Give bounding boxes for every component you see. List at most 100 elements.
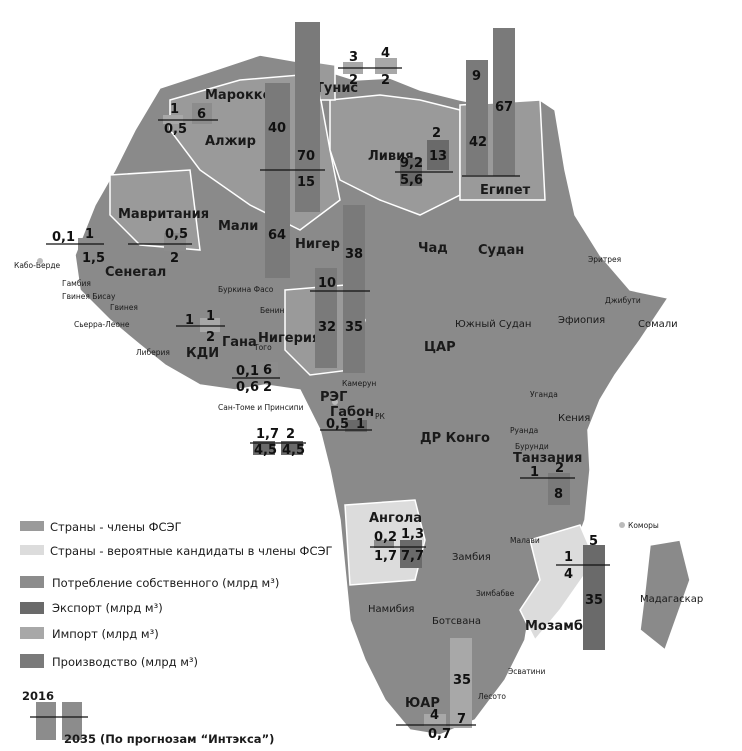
egypt-bar-2016 xyxy=(466,60,488,175)
label-south-sudan: Южный Судан xyxy=(455,319,531,330)
mozambique-val-2: 4 xyxy=(564,567,573,582)
label-rwanda: Руанда xyxy=(510,426,538,435)
gabon-bar xyxy=(345,420,367,432)
morocco-val-3: 6 xyxy=(197,107,206,122)
egypt-val-3: 67 xyxy=(495,100,513,115)
nigeria-val-2: 32 xyxy=(318,320,336,335)
sa-val-4: 7 xyxy=(457,712,466,727)
legend-year-bar-2016 xyxy=(36,702,56,740)
ivory-val-2: 1 xyxy=(206,309,215,324)
label-angola: Ангола xyxy=(369,511,422,526)
angola-val-4: 7,7 xyxy=(401,549,424,564)
libya-val-2: 5,6 xyxy=(400,173,423,188)
label-ghana: Гана xyxy=(222,335,257,350)
eqg-val-4: 4,5 xyxy=(282,443,305,458)
label-somalia: Сомали xyxy=(638,319,678,330)
label-malawi: Малави xyxy=(510,536,540,545)
senegal-val-3: 1,5 xyxy=(82,251,105,266)
angola-val-2: 1,7 xyxy=(374,549,397,564)
eqg-val-2: 4,5 xyxy=(254,443,277,458)
label-morocco: Марокко xyxy=(205,88,272,103)
legend-year-bar-2035 xyxy=(62,702,82,740)
label-cameroon: Камерун xyxy=(342,379,376,388)
angola-val-1: 0,2 xyxy=(374,530,397,545)
sa-bar-2016 xyxy=(424,714,446,726)
tanzania-val-2: 2 xyxy=(555,461,564,476)
label-djibouti: Джибути xyxy=(605,296,641,305)
libya-bar-2035 xyxy=(427,140,449,170)
algeria-bar-2035 xyxy=(295,22,320,212)
ivory-bar xyxy=(200,318,220,332)
label-sierra-leone: Сьерра-Леоне xyxy=(74,320,130,329)
label-benin: Бенин xyxy=(260,306,285,315)
ghana-val-4: 2 xyxy=(263,380,272,395)
label-rc: РК xyxy=(375,412,386,421)
cape-verde-dot xyxy=(37,258,43,264)
senegal-val-1: 0,1 xyxy=(52,230,75,245)
label-guinea: Гвинея xyxy=(110,303,138,312)
mozambique-shape xyxy=(519,524,596,642)
ivory-val-3: 2 xyxy=(206,330,215,345)
nigeria-val-1: 10 xyxy=(318,276,336,291)
label-mali: Мали xyxy=(218,219,258,234)
tanzania-val-1: 1 xyxy=(530,465,539,480)
label-chad: Чад xyxy=(418,241,448,256)
legend-import: Импорт (млрд м³) xyxy=(52,627,159,641)
stp-dot xyxy=(332,399,338,405)
angola-bar-2016 xyxy=(374,540,394,548)
tunisia-val-3: 4 xyxy=(381,46,390,61)
label-zambia: Замбия xyxy=(452,552,491,563)
label-madagascar: Мадагаскар xyxy=(640,594,703,605)
label-tanzania: Танзания xyxy=(513,451,582,466)
legend-production: Производство (млрд м³) xyxy=(52,655,198,669)
madagascar xyxy=(639,539,691,652)
legend-consumption: Потребление собственного (млрд м³) xyxy=(52,576,279,590)
mozambique-val-3: 5 xyxy=(589,534,598,549)
eqg-bar-2035 xyxy=(281,441,303,455)
libya-val-3: 2 xyxy=(432,126,441,141)
algeria-val-3: 70 xyxy=(297,149,315,164)
algeria-bar-2016 xyxy=(265,83,290,278)
label-eswatini: Эсватини xyxy=(508,667,546,676)
gabon-val-2: 1 xyxy=(356,417,365,432)
label-gabon: Габон xyxy=(330,405,374,420)
libya-val-4: 13 xyxy=(429,149,447,164)
label-lesotho: Лесото xyxy=(478,692,506,701)
label-nigeria: Нигерия xyxy=(258,331,320,346)
ghana-val-2: 0,6 xyxy=(236,380,259,395)
label-botswana: Ботсвана xyxy=(432,616,481,627)
legend-swatch-export xyxy=(20,602,44,614)
tunisia-val-4: 2 xyxy=(381,73,390,88)
legend-swatch-member xyxy=(20,521,44,531)
label-algeria: Алжир xyxy=(205,134,256,149)
legend-export: Экспорт (млрд м³) xyxy=(52,601,163,615)
angola-val-3: 1,3 xyxy=(401,527,424,542)
label-burundi: Бурунди xyxy=(515,442,549,451)
morocco-bar-consumption xyxy=(192,103,212,124)
nigeria-bar-2016 xyxy=(315,268,337,368)
nigeria-val-4: 35 xyxy=(345,320,363,335)
label-burkina: Буркина Фасо xyxy=(218,285,274,294)
eqg-val-1: 1,7 xyxy=(256,427,279,442)
tanzania-bar xyxy=(548,473,570,505)
egypt-val-2: 42 xyxy=(469,135,487,150)
label-sudan: Судан xyxy=(478,243,524,258)
morocco-val-2: 0,5 xyxy=(164,122,187,137)
label-comoros: Коморы xyxy=(628,521,659,530)
label-namibia: Намибия xyxy=(368,604,414,615)
label-tunisia: Тунис xyxy=(315,81,358,96)
mauritania-bar xyxy=(164,233,186,251)
tunisia-bar-b xyxy=(375,58,397,74)
mozambique-val-4: 35 xyxy=(585,593,603,608)
tunisia-val-2: 2 xyxy=(349,73,358,88)
label-guinea-bissau: Гвинея Бисау xyxy=(62,292,116,301)
legend-candidate: Страны - вероятные кандидаты в члены ФСЭ… xyxy=(50,544,333,558)
comoros-dot xyxy=(619,522,625,528)
label-mauritania: Мавритания xyxy=(118,207,209,222)
label-car: ЦАР xyxy=(424,340,456,355)
label-eritrea: Эритрея xyxy=(588,255,621,264)
algeria-val-1: 40 xyxy=(268,121,286,136)
label-sa: ЮАР xyxy=(405,696,440,711)
